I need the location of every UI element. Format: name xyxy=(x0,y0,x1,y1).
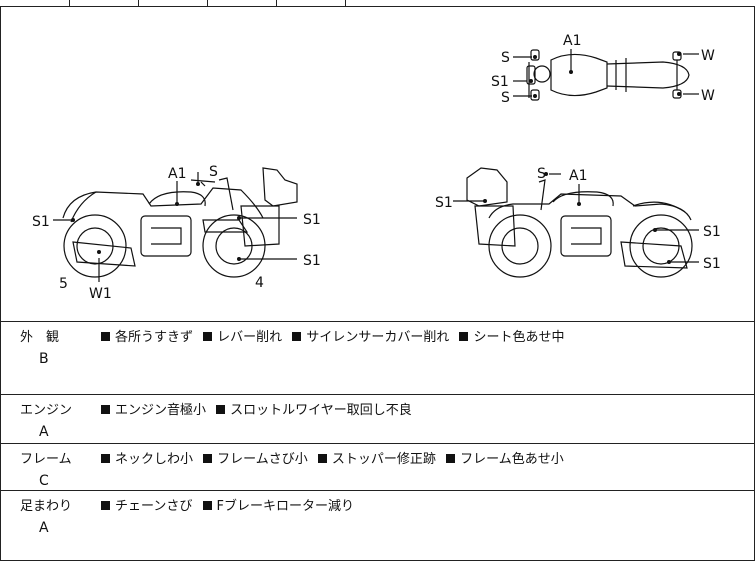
bullet-square-icon xyxy=(203,454,213,463)
condition-item: Fブレーキローター減り xyxy=(202,499,354,514)
condition-row-engine: エンジン A エンジン音極小 スロットルワイヤー取回し不良 xyxy=(0,395,755,444)
label-top-s1: S1 xyxy=(491,74,509,90)
label-top-s-lower: S xyxy=(501,90,510,106)
condition-item: ネックしわ小 xyxy=(101,452,193,467)
row-grade: A xyxy=(39,520,49,536)
damage-diagram: A1 S S1 S W W A1 S S1 S1 S1 5 W1 4 S A1 … xyxy=(0,6,755,322)
label-left-s1-mid: S1 xyxy=(303,212,321,228)
header-divider xyxy=(138,0,139,6)
motorcycle-diagram: A1 S S1 S W W A1 S S1 S1 S1 5 W1 4 S A1 … xyxy=(32,33,721,302)
label-top-a1: A1 xyxy=(563,33,581,49)
condition-item: 各所うすきず xyxy=(101,330,193,345)
label-left-s1-rear: S1 xyxy=(32,214,50,230)
condition-item: フレームさび小 xyxy=(203,452,308,467)
row-items: チェーンさび Fブレーキローター減り xyxy=(101,499,360,515)
condition-row-frame: フレーム C ネックしわ小 フレームさび小 ストッパー修正跡 フレーム色あせ小 xyxy=(0,444,755,491)
row-category: 足まわり xyxy=(20,499,73,514)
label-left-s1-low: S1 xyxy=(303,253,321,269)
bullet-square-icon xyxy=(202,501,212,510)
bullet-square-icon xyxy=(101,501,110,510)
header-divider xyxy=(276,0,277,6)
bullet-square-icon xyxy=(446,454,456,463)
motorcycle-top-view xyxy=(526,49,690,101)
table-header-strip xyxy=(0,0,755,7)
label-top-w-lower: W xyxy=(701,88,715,104)
label-right-a1: A1 xyxy=(569,168,587,184)
label-left-5: 5 xyxy=(59,276,68,292)
motorcycle-left-view xyxy=(62,167,298,278)
bullet-square-icon xyxy=(101,405,110,414)
condition-item: エンジン音極小 xyxy=(101,403,206,418)
label-left-w1: W1 xyxy=(89,286,112,302)
condition-item: シート色あせ中 xyxy=(459,330,564,345)
label-right-s1-left: S1 xyxy=(435,195,453,211)
label-top-s-upper: S xyxy=(501,50,510,66)
bullet-square-icon xyxy=(292,332,302,341)
bullet-square-icon xyxy=(317,454,327,463)
header-divider xyxy=(69,0,70,6)
header-divider xyxy=(207,0,208,6)
label-left-4: 4 xyxy=(255,275,264,291)
header-divider xyxy=(345,0,346,6)
condition-item: スロットルワイヤー取回し不良 xyxy=(216,403,412,418)
motorcycle-right-view xyxy=(466,167,693,278)
label-right-s: S xyxy=(537,166,546,182)
row-grade: B xyxy=(39,351,49,367)
row-category: フレーム xyxy=(20,452,72,467)
bullet-square-icon xyxy=(101,454,110,463)
bullet-square-icon xyxy=(459,332,469,341)
condition-row-suspension: 足まわり A チェーンさび Fブレーキローター減り xyxy=(0,491,755,561)
bullet-square-icon xyxy=(101,332,110,341)
row-category: エンジン xyxy=(20,403,73,418)
bullet-square-icon xyxy=(216,405,226,414)
label-left-a1: A1 xyxy=(168,166,186,182)
row-items: エンジン音極小 スロットルワイヤー取回し不良 xyxy=(101,403,418,419)
condition-item: ストッパー修正跡 xyxy=(317,452,436,467)
row-items: 各所うすきず レバー削れ サイレンサーカバー削れ シート色あせ中 xyxy=(101,330,570,346)
leader-lines xyxy=(53,49,699,282)
row-items: ネックしわ小 フレームさび小 ストッパー修正跡 フレーム色あせ小 xyxy=(101,452,570,468)
condition-item: サイレンサーカバー削れ xyxy=(292,330,449,345)
label-left-s: S xyxy=(209,164,218,180)
condition-item: チェーンさび xyxy=(101,499,192,514)
row-grade: A xyxy=(39,424,49,440)
row-grade: C xyxy=(39,473,49,489)
label-right-s1-lower: S1 xyxy=(703,256,721,272)
label-top-w-upper: W xyxy=(701,48,715,64)
condition-item: フレーム色あせ小 xyxy=(446,452,564,467)
bullet-square-icon xyxy=(203,332,213,341)
condition-item: レバー削れ xyxy=(203,330,282,345)
label-right-s1-upper: S1 xyxy=(703,224,721,240)
row-category: 外 観 xyxy=(20,330,60,345)
condition-row-exterior: 外 観 B 各所うすきず レバー削れ サイレンサーカバー削れ シート色あせ中 xyxy=(0,322,755,395)
